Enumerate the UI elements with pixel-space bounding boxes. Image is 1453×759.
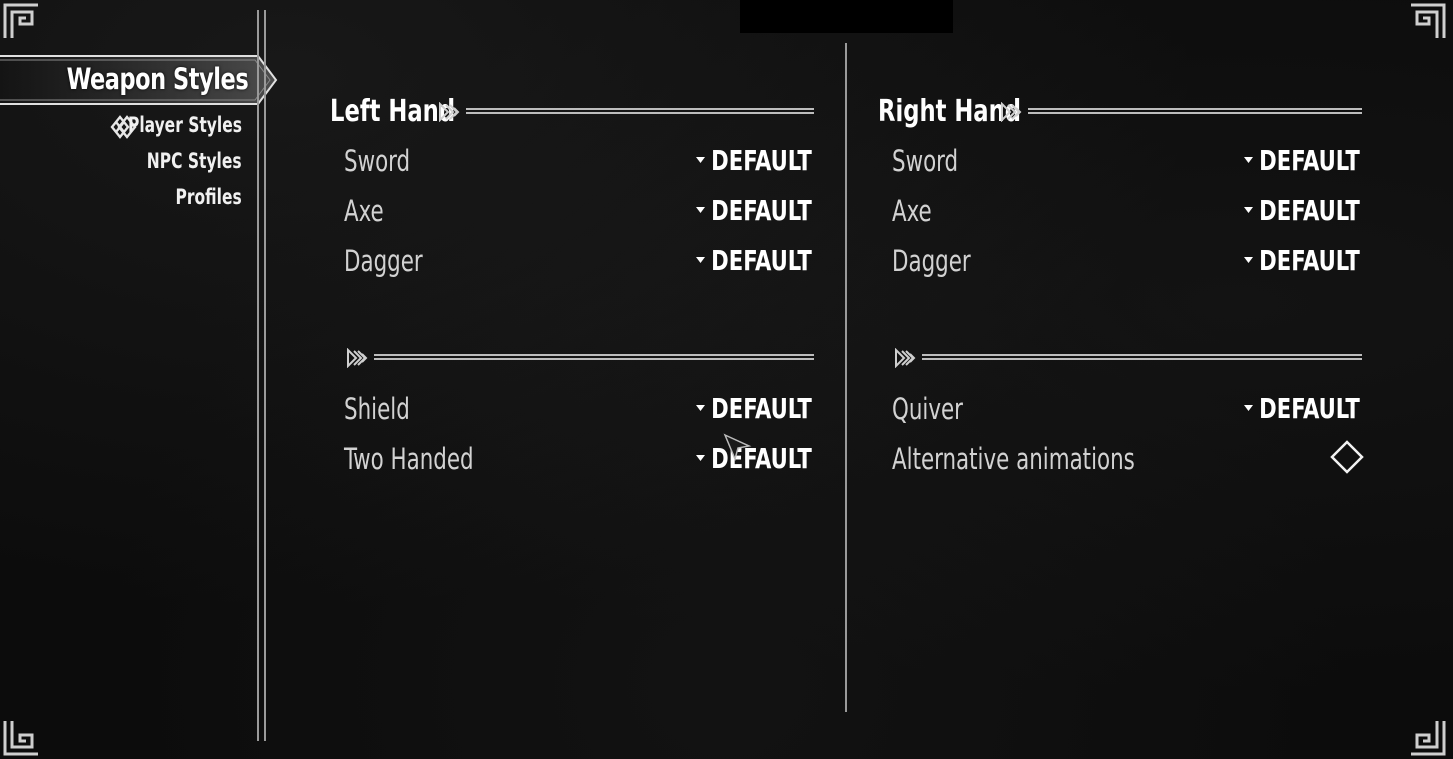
setting-label: Axe — [892, 194, 932, 228]
setting-label: Axe — [344, 194, 384, 228]
dropdown-bullet-icon — [696, 455, 705, 461]
setting-row[interactable]: Axe DEFAULT — [328, 186, 818, 236]
setting-value[interactable]: DEFAULT — [1259, 392, 1360, 425]
section-header: Right Hand — [876, 88, 1366, 136]
dropdown-bullet-icon — [1244, 257, 1253, 263]
sidebar-item-label: Weapon Styles — [66, 62, 248, 96]
setting-label: Sword — [344, 144, 411, 178]
setting-label: Quiver — [892, 392, 963, 426]
corner-ornament-icon — [1409, 719, 1447, 757]
setting-label: Two Handed — [344, 442, 474, 476]
arrow-cursor-icon — [723, 433, 752, 462]
section-divider — [438, 102, 814, 122]
section-divider — [894, 348, 1362, 368]
setting-row[interactable]: Sword DEFAULT — [876, 136, 1366, 186]
dropdown-bullet-icon — [696, 207, 705, 213]
section-title: Right Hand — [878, 94, 1021, 129]
setting-row[interactable]: Dagger DEFAULT — [876, 236, 1366, 286]
sidebar-item-weapon-styles[interactable]: Weapon Styles — [0, 54, 278, 106]
dropdown-bullet-icon — [696, 157, 705, 163]
selector-knot-icon — [108, 112, 138, 142]
knot-divider-icon — [1001, 102, 1022, 122]
setting-label: Dagger — [344, 244, 423, 278]
setting-row[interactable]: Axe DEFAULT — [876, 186, 1366, 236]
divider-rail — [1028, 108, 1362, 114]
section-header: Left Hand — [328, 88, 818, 136]
divider-rail — [922, 354, 1362, 360]
column-divider — [845, 43, 847, 712]
setting-value[interactable]: DEFAULT — [711, 244, 812, 277]
corner-ornament-icon — [2, 2, 40, 40]
dropdown-bullet-icon — [1244, 157, 1253, 163]
section-header — [328, 334, 818, 384]
active-tab-highlight — [0, 55, 278, 105]
top-black-bar — [740, 0, 953, 33]
setting-row[interactable]: Dagger DEFAULT — [328, 236, 818, 286]
setting-value[interactable]: DEFAULT — [711, 194, 812, 227]
knot-divider-icon — [347, 348, 368, 368]
diamond-toggle-icon[interactable] — [1330, 440, 1364, 474]
setting-label: Alternative animations — [892, 442, 1135, 476]
dropdown-bullet-icon — [1244, 405, 1253, 411]
setting-value[interactable]: DEFAULT — [711, 442, 812, 475]
section-divider — [346, 348, 814, 368]
setting-value[interactable]: DEFAULT — [711, 392, 812, 425]
knot-divider-icon — [895, 348, 916, 368]
corner-ornament-icon — [2, 719, 40, 757]
sidebar-divider — [264, 10, 266, 741]
setting-row[interactable]: Quiver DEFAULT — [876, 384, 1366, 434]
sidebar-item-profiles[interactable]: Profiles — [175, 185, 242, 209]
dropdown-bullet-icon — [696, 257, 705, 263]
setting-row[interactable]: Two Handed DEFAULT — [328, 434, 818, 484]
setting-label: Sword — [892, 144, 959, 178]
corner-ornament-icon — [1409, 2, 1447, 40]
sidebar: Weapon Styles Player Styles NPC Styles P… — [0, 0, 278, 759]
right-hand-panel: Right Hand Sword DEFAULT Axe DEFAULT Dag… — [876, 88, 1366, 484]
knot-divider-icon — [439, 102, 460, 122]
setting-row[interactable]: Sword DEFAULT — [328, 136, 818, 186]
divider-rail — [374, 354, 814, 360]
dropdown-bullet-icon — [1244, 207, 1253, 213]
setting-row[interactable]: Alternative animations — [876, 434, 1366, 484]
setting-value[interactable]: DEFAULT — [1259, 144, 1360, 177]
section-title: Left Hand — [330, 94, 456, 129]
setting-label: Dagger — [892, 244, 971, 278]
sidebar-item-player-styles[interactable]: Player Styles — [128, 113, 242, 137]
setting-value[interactable]: DEFAULT — [711, 144, 812, 177]
setting-row[interactable]: Shield DEFAULT — [328, 384, 818, 434]
section-divider — [1000, 102, 1362, 122]
setting-label: Shield — [344, 392, 410, 426]
sidebar-divider — [257, 10, 259, 741]
dropdown-bullet-icon — [696, 405, 705, 411]
setting-value[interactable]: DEFAULT — [1259, 244, 1360, 277]
divider-rail — [466, 108, 814, 114]
section-header — [876, 334, 1366, 384]
setting-value[interactable]: DEFAULT — [1259, 194, 1360, 227]
left-hand-panel: Left Hand Sword DEFAULT Axe DEFAULT Dagg… — [328, 88, 818, 484]
sidebar-item-npc-styles[interactable]: NPC Styles — [147, 149, 242, 173]
